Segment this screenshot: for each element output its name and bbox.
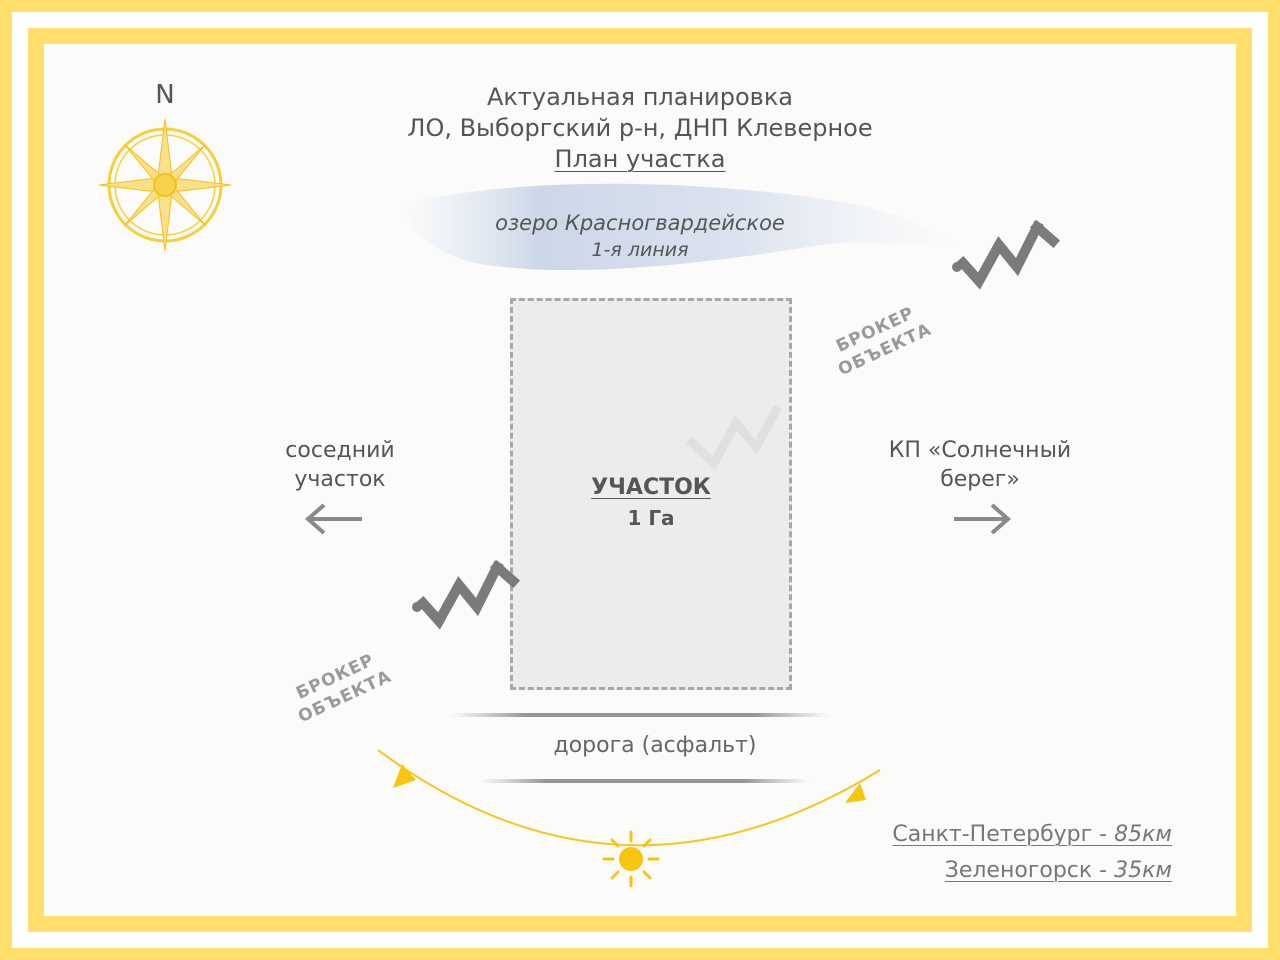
plot-title-row: УЧАСТОК [510, 475, 792, 500]
header-location: ЛО, Выборгский р-н, ДНП Клеверное [407, 114, 873, 142]
lake-name: озеро Красногвардейское [495, 211, 785, 235]
header-plan-row: План участка [0, 145, 1280, 173]
distance-spb: Санкт-Петербург - 85км [892, 822, 1172, 847]
broker-logo-icon [952, 219, 1061, 290]
plot-title: УЧАСТОК [591, 475, 711, 500]
left-neighbor-line2: участок [294, 467, 386, 492]
right-neighbor-line1: КП «Солнечный [888, 438, 1072, 463]
lake-line-label: 1-я линия [591, 239, 689, 261]
road-label: дорога (асфальт) [553, 733, 757, 758]
right-neighbor-line2: берег» [940, 467, 1020, 492]
plot-watermark-logo-icon [685, 404, 783, 471]
distance-zelenogorsk: Зеленогорск - 35км [945, 858, 1172, 883]
plot-area: 1 Га [627, 506, 675, 530]
sun-path-arrow-icon [393, 764, 416, 788]
right-neighbor-label: КП «Солнечный берег» [860, 436, 1100, 494]
distance-spb-city: Санкт-Петербург - [892, 822, 1115, 847]
distance-zelenogorsk-km: 35км [1114, 858, 1172, 883]
compass-north-label: N [155, 80, 175, 110]
road-shape [450, 713, 830, 783]
broker-logo-icon [412, 559, 521, 630]
sun-path-arrow-icon [845, 783, 866, 803]
arrow-left-icon [304, 503, 362, 535]
distance-spb-km: 85км [1114, 822, 1172, 847]
header-title: Актуальная планировка [486, 83, 794, 111]
distance-zelenogorsk-city: Зеленогорск - [944, 858, 1115, 883]
compass-rose-icon [98, 118, 232, 252]
plot-rectangle[interactable] [510, 298, 792, 690]
header-plan-link[interactable]: План участка [554, 145, 726, 173]
sun-icon [602, 830, 660, 888]
left-neighbor-line1: соседний [285, 438, 395, 463]
arrow-right-icon [954, 503, 1012, 535]
sun-path-arc [377, 749, 881, 847]
left-neighbor-label: соседний участок [260, 436, 420, 494]
